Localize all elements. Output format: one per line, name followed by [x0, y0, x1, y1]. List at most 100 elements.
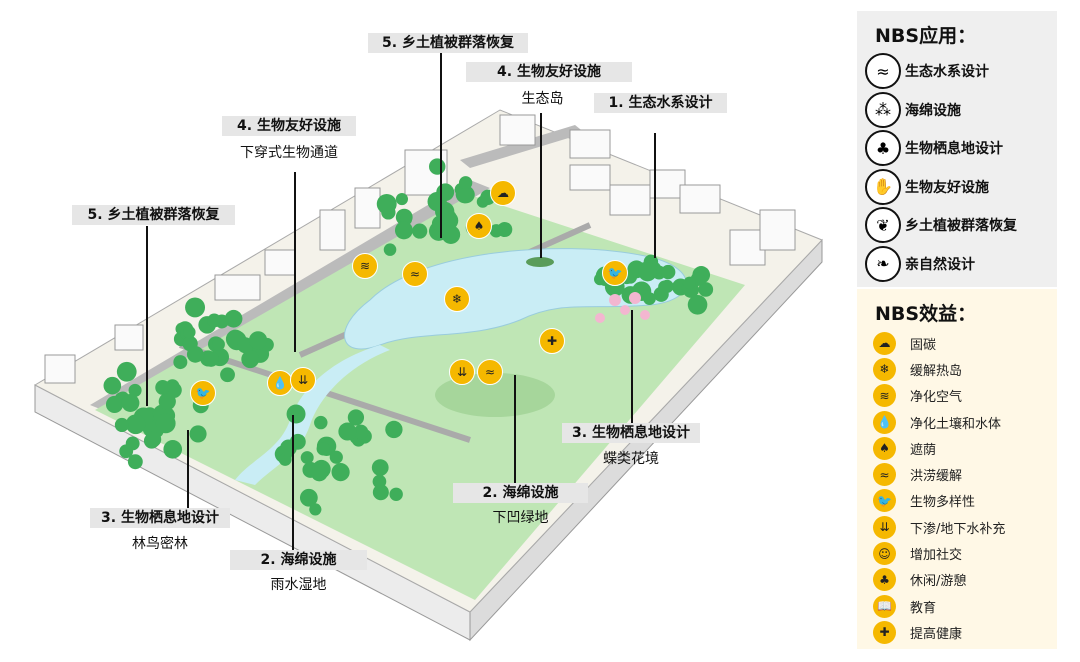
nbs-benefits-legend: NBS效益： ☁固碳❄缓解热岛≋净化空气💧净化土壤和水体♠遮荫≈洪涝缓解🐦生物多…: [857, 289, 1057, 649]
legend-item: ⇊ 下渗/地下水补充: [857, 514, 1057, 540]
legend-label: 净化空气: [910, 390, 963, 406]
tree: [371, 459, 389, 476]
tree: [429, 158, 446, 175]
tree: [207, 313, 222, 328]
tree: [186, 345, 204, 363]
legend-item: ✋生物友好设施: [857, 168, 1057, 207]
leader-line: [292, 415, 294, 550]
leader-line: [440, 53, 442, 238]
tree: [338, 422, 357, 441]
sprout-icon: ❦: [865, 207, 901, 244]
bird-icon: 🐦: [190, 380, 216, 406]
leader-line: [187, 430, 189, 508]
callout-rain-wetland-sub: 雨水湿地: [270, 577, 327, 593]
water-drop-icon: 💧: [267, 370, 293, 396]
legend-item: ❦乡土植被群落恢复: [857, 206, 1057, 245]
snowflake-icon: ❄: [873, 357, 896, 381]
legend-item: ≈ 洪涝缓解: [857, 461, 1057, 487]
wind-icon: ≋: [873, 384, 896, 408]
tree: [248, 331, 268, 350]
bird-icon: 🐦: [602, 260, 628, 286]
eco-island: [526, 257, 554, 267]
tree: [155, 413, 176, 434]
callout-sunken-green-sub: 下凹绿地: [492, 510, 549, 526]
callout-native-vegetation-left: 5. 乡土植被群落恢复: [72, 205, 235, 225]
tree: [105, 395, 124, 414]
sponge-grass-icon: ⁂: [865, 91, 901, 128]
health-plus-icon: ✚: [873, 620, 896, 644]
infiltration-icon: ⇊: [449, 359, 475, 385]
callout-eco-island-sub: 生态岛: [521, 91, 564, 107]
leader-line: [294, 172, 296, 352]
tree: [314, 415, 328, 430]
tree: [114, 417, 129, 433]
legend-heading: NBS应用：: [875, 25, 977, 47]
tree: [458, 176, 473, 190]
callout-bird-forest-sub: 林鸟密林: [132, 536, 188, 552]
callout-native-vegetation-top: 5. 乡土植被群落恢复: [368, 33, 528, 53]
legend-item: ♠遮荫: [857, 435, 1057, 461]
wind-icon: ≋: [352, 253, 378, 279]
tree: [300, 451, 314, 465]
legend-label: 海绵设施: [905, 102, 961, 119]
legend-label: 乡土植被群落恢复: [905, 218, 1017, 235]
leader-line: [146, 226, 148, 406]
legend-label: 遮荫: [910, 442, 937, 458]
legend-label: 教育: [910, 600, 937, 616]
leader-line: [540, 113, 542, 258]
tree: [698, 282, 714, 297]
leader-line: [514, 375, 516, 483]
flood-icon: ≈: [873, 463, 896, 487]
tree: [395, 192, 409, 206]
tree: [435, 201, 455, 222]
flower-border: [595, 292, 650, 323]
tree: [212, 338, 225, 351]
tree: [158, 392, 176, 411]
legend-label: 缓解热岛: [910, 363, 963, 379]
tree: [116, 361, 137, 382]
legend-item: ❄ 缓解热岛: [857, 356, 1057, 382]
tree: [386, 421, 402, 437]
tree: [155, 380, 171, 395]
infiltration-icon: ⇊: [873, 515, 896, 539]
legend-label: 固碳: [910, 337, 937, 353]
habitat-icon: ♣: [865, 130, 901, 167]
legend-item: ≋ 净化空气: [857, 383, 1057, 409]
legend-label: 生物栖息地设计: [905, 141, 1003, 158]
tree: [127, 454, 143, 470]
tree: [389, 487, 403, 501]
legend-item: 💧净化土壤和水体: [857, 409, 1057, 435]
tree: [125, 414, 146, 435]
bird-icon: 🐦: [873, 489, 896, 513]
bench-icon: ♣: [873, 568, 896, 592]
tree: [376, 193, 397, 214]
co2-cloud-icon: ☁: [873, 331, 896, 355]
legend-label: 生物多样性: [910, 495, 976, 511]
callout-rain-wetland: 2. 海绵设施: [230, 550, 367, 570]
tree: [310, 464, 328, 482]
callout-butterfly-habitat: 3. 生物栖息地设计: [562, 423, 700, 443]
legend-label: 下渗/地下水补充: [910, 521, 1006, 537]
legend-label: 洪涝缓解: [910, 469, 963, 485]
flood-icon: ≈: [477, 359, 503, 385]
tree: [286, 404, 306, 424]
nbs-applications-legend: NBS应用： ≈生态水系设计⁂海绵设施♣生物栖息地设计✋生物友好设施❦乡土植被群…: [857, 11, 1057, 287]
tree: [660, 264, 676, 280]
tree: [280, 439, 297, 457]
tree: [125, 436, 140, 451]
tree: [643, 292, 656, 305]
bird-hand-icon: ✋: [865, 168, 901, 205]
tree: [658, 280, 671, 294]
tree: [383, 243, 397, 256]
legend-label: 生态水系设计: [905, 64, 989, 81]
tree: [353, 424, 369, 440]
tree: [372, 484, 389, 501]
tree: [145, 431, 162, 448]
legend-item: ☁ 固碳: [857, 330, 1057, 356]
callout-bird-forest: 3. 生物栖息地设计: [90, 508, 230, 528]
callout-wildlife-underpass-sub: 下穿式生物通道: [240, 145, 338, 161]
tree: [299, 488, 318, 507]
water-drop-icon: 💧: [873, 410, 896, 434]
legend-item: ❧亲自然设计: [857, 245, 1057, 284]
tree: [412, 223, 428, 239]
